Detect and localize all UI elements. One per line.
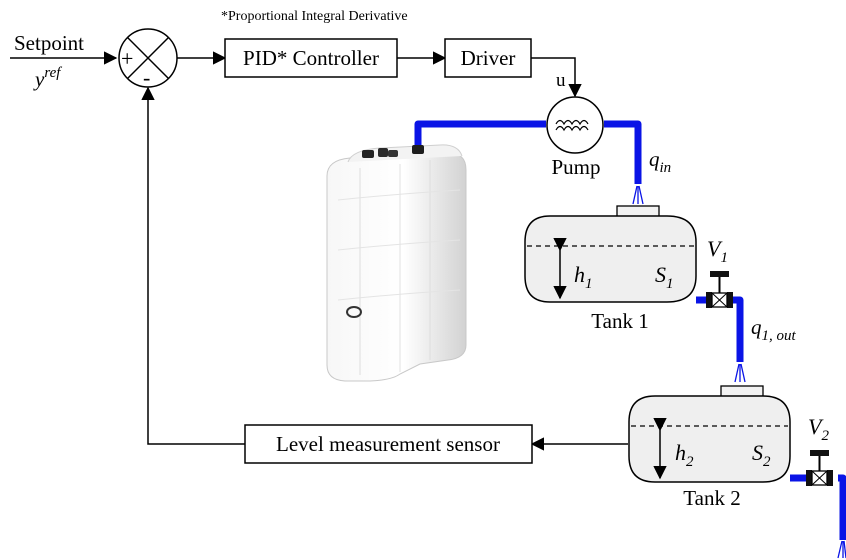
level-sensor-label: Level measurement sensor [276, 432, 500, 456]
pid-controller-label: PID* Controller [243, 46, 379, 70]
tank2-inlet-spray-icon [734, 363, 746, 383]
inlet-spray-icon [632, 185, 644, 205]
tank1-height-label: h1 [574, 262, 593, 292]
tank-1 [524, 205, 697, 303]
flow-out1-label: q1, out [751, 315, 797, 344]
valve-1-icon [706, 271, 733, 308]
sum-minus-sign: - [143, 65, 150, 90]
driver-label: Driver [461, 46, 516, 70]
tank1-area-label: S1 [655, 262, 674, 292]
control-signal-label: u [556, 70, 566, 91]
tank2-outlet-pipe [838, 474, 846, 540]
pump-icon [546, 96, 604, 154]
footnote: *Proportional Integral Derivative [221, 9, 408, 24]
level-sensor-box [244, 424, 533, 464]
driver-box [444, 38, 532, 78]
valve-1-label: V1 [707, 236, 728, 266]
tank1-label: Tank 1 [591, 309, 648, 333]
setpoint-label: Setpoint [14, 31, 84, 55]
sum-plus-sign: + [121, 46, 133, 71]
valve-2-label: V2 [808, 414, 829, 444]
valve-2-icon [806, 450, 833, 486]
flow-in-label: qin [649, 147, 671, 176]
pid-controller-box [224, 38, 398, 78]
feedback-arrow [141, 86, 245, 445]
summing-junction: + - [118, 28, 178, 90]
tank2-area-label: S2 [752, 440, 771, 470]
pump-discharge-pipe [604, 120, 642, 184]
setpoint-symbol: yref [33, 65, 62, 91]
storage-tank-image [326, 144, 467, 382]
driver-to-pump-arrow [531, 57, 582, 98]
pump-label: Pump [551, 155, 600, 179]
tank2-outlet-spray-icon [837, 540, 846, 559]
tank-2 [628, 385, 791, 483]
suction-pipe [414, 120, 546, 146]
tank1-outlet-pipe [733, 296, 744, 362]
tank2-label: Tank 2 [683, 486, 740, 510]
pipes [414, 120, 846, 540]
tank2-height-label: h2 [675, 440, 694, 470]
